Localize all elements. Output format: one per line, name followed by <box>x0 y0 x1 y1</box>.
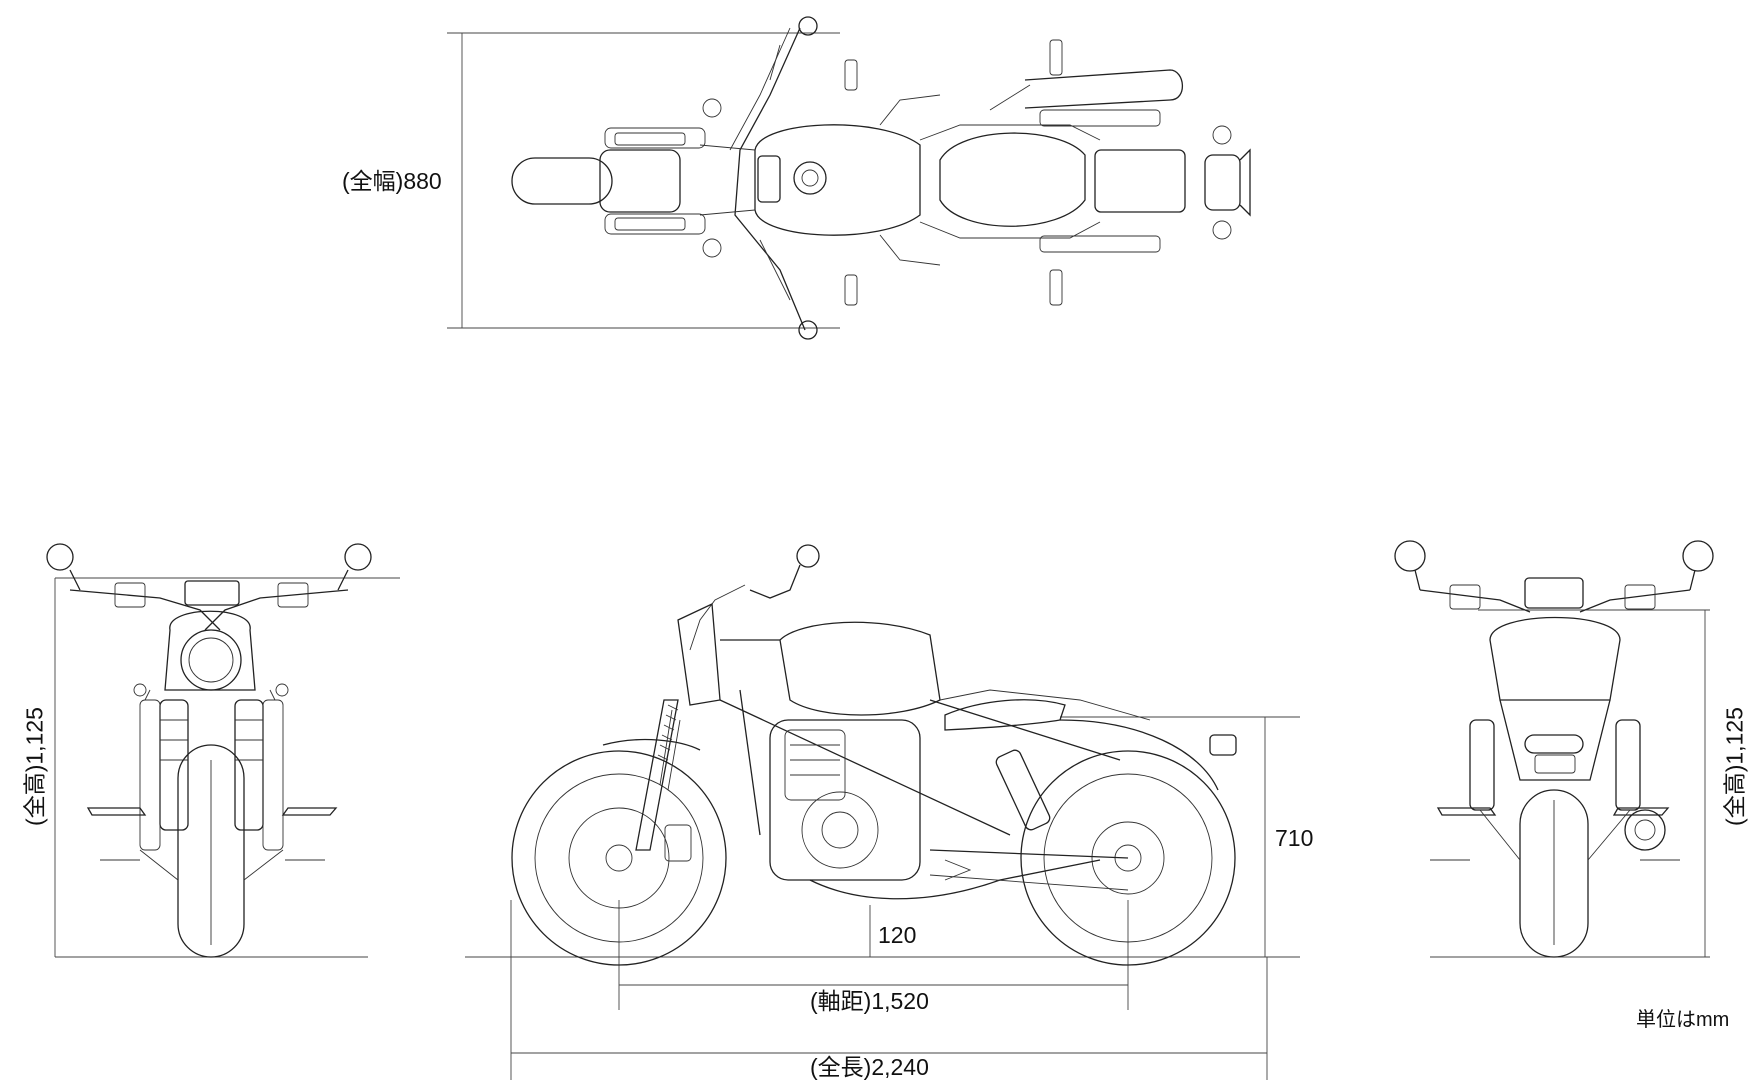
ground-clearance-label: 120 <box>878 922 917 948</box>
side-view <box>465 544 1300 1080</box>
unit-label: 単位はmm <box>1636 1009 1730 1031</box>
rear-view <box>1394 540 1714 958</box>
front-view <box>46 543 400 958</box>
rear-height-label: (全高)1,125 <box>1721 707 1748 826</box>
width-label: (全幅)880 <box>342 168 442 194</box>
top-view <box>447 16 1251 340</box>
seat-height-label: 710 <box>1275 825 1314 851</box>
front-height-label: (全高)1,125 <box>21 707 48 826</box>
length-label: (全長)2,240 <box>810 1054 929 1080</box>
wheelbase-label: (軸距)1,520 <box>810 988 929 1014</box>
